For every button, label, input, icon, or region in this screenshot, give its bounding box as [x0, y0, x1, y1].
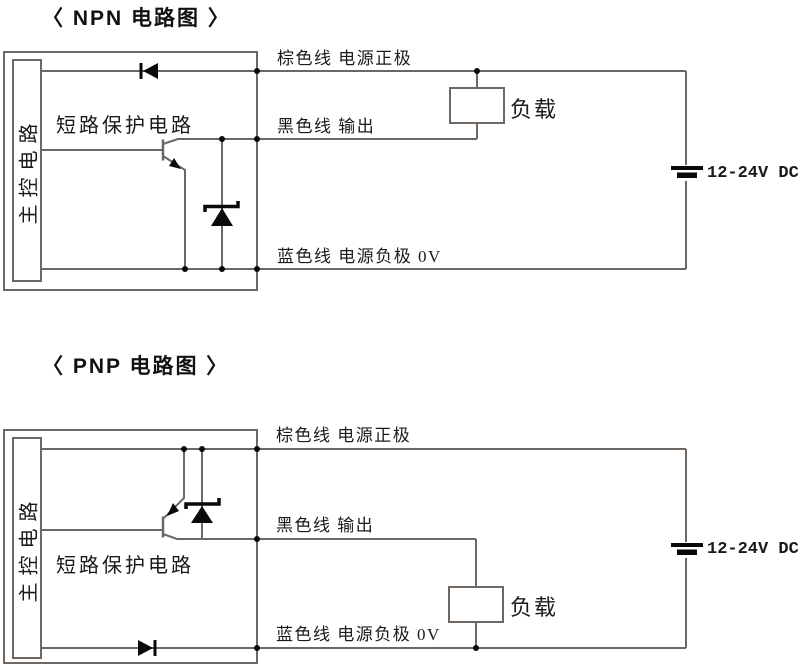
pnp-title: 〈 PNP 电路图 〉	[42, 355, 230, 378]
pnp-black-wire-label: 黑色线 输出	[276, 516, 375, 535]
pnp-main-control-label: 主控电路	[18, 494, 41, 602]
pnp-brown-wire-label: 棕色线 电源正极	[276, 426, 412, 445]
npn-black-wire-label: 黑色线 输出	[277, 117, 376, 136]
npn-series-diode-icon	[139, 63, 158, 79]
npn-junction-dots	[182, 68, 480, 272]
npn-main-control-box	[12, 59, 42, 282]
npn-transistor-icon	[161, 139, 181, 169]
pnp-main-control-box	[12, 437, 42, 659]
npn-load-box	[449, 87, 505, 124]
pnp-protection-label: 短路保护电路	[56, 555, 194, 577]
npn-load-label: 负载	[510, 97, 559, 122]
npn-title: 〈 NPN 电路图 〉	[42, 7, 231, 30]
npn-circuit-schematic	[3, 51, 703, 291]
pnp-main-control-label-box: 主控电路	[13, 438, 41, 658]
npn-main-control-label-box: 主控电路	[13, 60, 41, 281]
pnp-circuit-schematic	[3, 429, 703, 664]
npn-blue-wire-label: 蓝色线 电源负极 0V	[277, 247, 442, 266]
npn-power-supply-label: 12-24V DC	[707, 164, 799, 183]
npn-protection-label: 短路保护电路	[56, 115, 194, 137]
pnp-zener-diode-icon	[184, 498, 221, 523]
pnp-sensor-outline-box	[3, 429, 258, 664]
pnp-transistor-icon	[161, 503, 179, 538]
pnp-black-output-wire	[162, 533, 476, 540]
npn-main-control-label: 主控电路	[18, 116, 41, 225]
npn-black-output-wire	[162, 138, 477, 145]
npn-zener-diode-icon	[203, 201, 240, 226]
npn-brown-wire-label: 棕色线 电源正极	[277, 49, 413, 68]
pnp-battery-icon	[671, 543, 703, 555]
pnp-load-label: 负载	[510, 595, 559, 620]
pnp-blue-wire-label: 蓝色线 电源负极 0V	[276, 625, 441, 644]
npn-emitter-wire	[162, 155, 186, 269]
npn-sensor-outline-box	[3, 51, 258, 291]
pnp-load-box	[448, 586, 504, 623]
pnp-junction-dots	[181, 446, 479, 651]
pnp-power-supply-label: 12-24V DC	[707, 540, 799, 559]
npn-battery-icon	[671, 166, 703, 178]
pnp-series-diode-icon	[138, 640, 157, 656]
